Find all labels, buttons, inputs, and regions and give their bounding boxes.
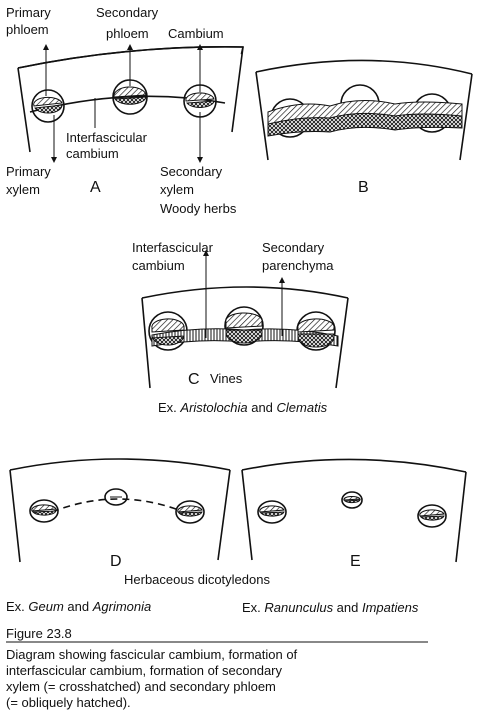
panel-d-letter: D: [110, 553, 122, 570]
panel-b-left-edge: [255, 71, 269, 161]
panel-e-example: Ex. Ranunculus and Impatiens: [242, 600, 419, 615]
panel-c-outer-arc: [141, 286, 349, 299]
label-secondary-xylem-1: Secondary: [160, 164, 223, 179]
panel-c-right-edge: [335, 297, 349, 389]
panel-e-right-edge: [455, 471, 467, 563]
label-primary-xylem-1: Primary: [6, 164, 51, 179]
panel-b-right-edge: [459, 73, 473, 161]
label-primary-phloem-2: phloem: [6, 22, 49, 37]
label-cambium: Cambium: [168, 26, 224, 41]
panel-d-left-edge: [9, 469, 21, 563]
label-c-parenchyma-1: Secondary: [262, 240, 325, 255]
panel-c-example: Ex. Aristolochia and Clematis: [158, 400, 328, 415]
panel-a: Primary phloem Secondary phloem Cambium …: [6, 5, 245, 216]
panel-c-left-edge: [141, 297, 151, 389]
figure-number: Figure 23.8: [6, 626, 72, 641]
panel-d: D Ex. Geum and Agrimonia: [6, 458, 231, 614]
panel-a-bundle-left: [31, 89, 65, 123]
panel-e-bundle-right: [417, 504, 447, 528]
panel-e-bundle-middle: [341, 491, 363, 509]
panel-b-letter: B: [358, 179, 369, 196]
panel-d-bundle-left: [29, 499, 59, 523]
panel-b-outer-arc: [255, 59, 473, 75]
shared-caption-de: Herbaceous dicotyledons: [124, 572, 270, 587]
panel-e-outer-arc: [241, 458, 467, 473]
label-secondary-phloem-2: phloem: [106, 26, 149, 41]
panel-d-outer-arc: [9, 458, 231, 471]
panel-c-caption: Vines: [210, 371, 243, 386]
label-c-parenchyma-2: parenchyma: [262, 258, 334, 273]
panel-a-left-edge: [17, 67, 31, 153]
panel-a-caption: Woody herbs: [160, 201, 237, 216]
panel-a-letter: A: [90, 179, 101, 196]
panel-c: Interfascicular cambium Secondary parenc…: [132, 240, 349, 415]
panel-e: E Ex. Ranunculus and Impatiens: [241, 458, 467, 615]
panel-e-left-edge: [241, 469, 253, 561]
panel-d-right-edge: [217, 469, 231, 561]
label-interfascicular-2: cambium: [66, 146, 119, 161]
panel-e-letter: E: [350, 553, 361, 570]
label-interfascicular-1: Interfascicular: [66, 130, 148, 145]
label-c-interfascicular-2: cambium: [132, 258, 185, 273]
panel-b-xylem-band: [267, 112, 463, 137]
panel-c-letter: C: [188, 371, 200, 388]
label-c-interfascicular-1: Interfascicular: [132, 240, 214, 255]
label-secondary-phloem-1: Secondary: [96, 5, 159, 20]
caption-line-4: (= obliquely hatched).: [6, 695, 131, 710]
caption-line-1: Diagram showing fascicular cambium, form…: [6, 647, 298, 662]
label-primary-xylem-2: xylem: [6, 182, 40, 197]
caption-line-3: xylem (= crosshatched) and secondary phl…: [6, 679, 276, 694]
panel-d-bundle-middle: [104, 488, 128, 506]
panel-d-example: Ex. Geum and Agrimonia: [6, 599, 151, 614]
panel-b: B: [255, 59, 473, 196]
panel-d-bundle-right: [175, 500, 205, 524]
figure-caption: Figure 23.8 Diagram showing fascicular c…: [6, 626, 428, 710]
caption-line-2: interfascicular cambium, formation of se…: [6, 663, 283, 678]
label-secondary-xylem-2: xylem: [160, 182, 194, 197]
panel-a-right-edge: [231, 46, 244, 133]
panel-e-bundle-left: [257, 500, 287, 524]
label-primary-phloem-1: Primary: [6, 5, 51, 20]
panel-d-dashed-cambium: [51, 498, 185, 513]
